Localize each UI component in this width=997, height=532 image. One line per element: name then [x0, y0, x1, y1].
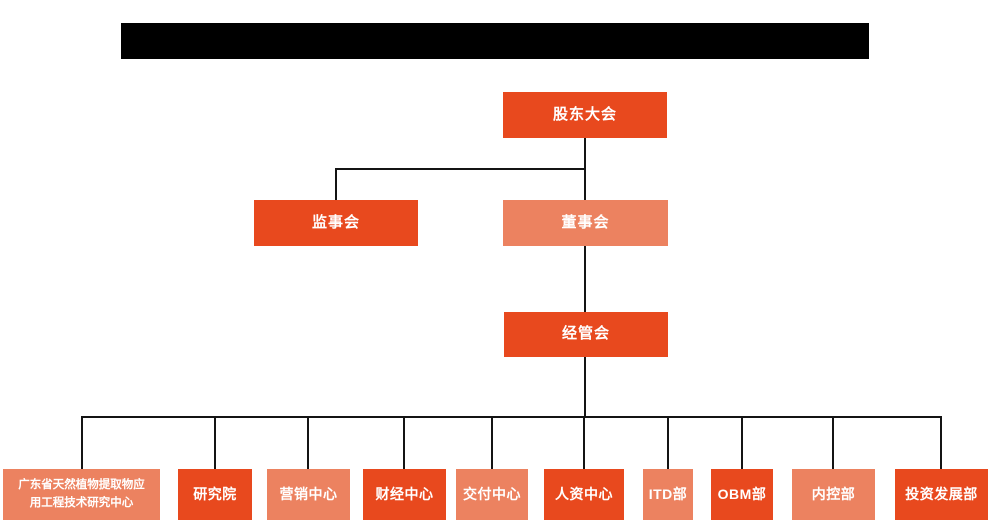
node-dept-finance-center: 财经中心 [363, 469, 446, 520]
node-shareholders-meeting: 股东大会 [503, 92, 667, 138]
connector-drop-dept-5 [583, 416, 585, 469]
node-dept-hr-center: 人资中心 [544, 469, 624, 520]
node-dept-marketing-center: 营销中心 [267, 469, 350, 520]
node-dept-internal-control: 内控部 [792, 469, 875, 520]
connector-departments-rail [81, 416, 942, 418]
connector-drop-dept-7 [741, 416, 743, 469]
connector-drop-dept-2 [307, 416, 309, 469]
connector-drop-dept-3 [403, 416, 405, 469]
node-dept-natural-plant-extract-research-center: 广东省天然植物提取物应用工程技术研究中心 [3, 469, 160, 520]
node-dept-obm: OBM部 [711, 469, 773, 520]
node-dept-itd: ITD部 [643, 469, 693, 520]
connector-drop-supervisory [335, 168, 337, 200]
node-supervisory-board: 监事会 [254, 200, 418, 246]
connector-drop-dept-0 [81, 416, 83, 469]
connector-board-to-management [584, 246, 586, 312]
connector-drop-dept-8 [832, 416, 834, 469]
connector-management-down [584, 357, 586, 417]
node-management-committee: 经管会 [504, 312, 668, 357]
connector-branch-horizontal [335, 168, 586, 170]
node-dept-delivery-center: 交付中心 [456, 469, 528, 520]
connector-drop-dept-9 [940, 416, 942, 469]
node-board-of-directors: 董事会 [503, 200, 668, 246]
node-dept-investment-development: 投资发展部 [895, 469, 988, 520]
redacted-title-bar [121, 23, 869, 59]
connector-drop-dept-6 [667, 416, 669, 469]
node-dept-research-institute: 研究院 [178, 469, 252, 520]
connector-drop-dept-1 [214, 416, 216, 469]
connector-drop-dept-4 [491, 416, 493, 469]
